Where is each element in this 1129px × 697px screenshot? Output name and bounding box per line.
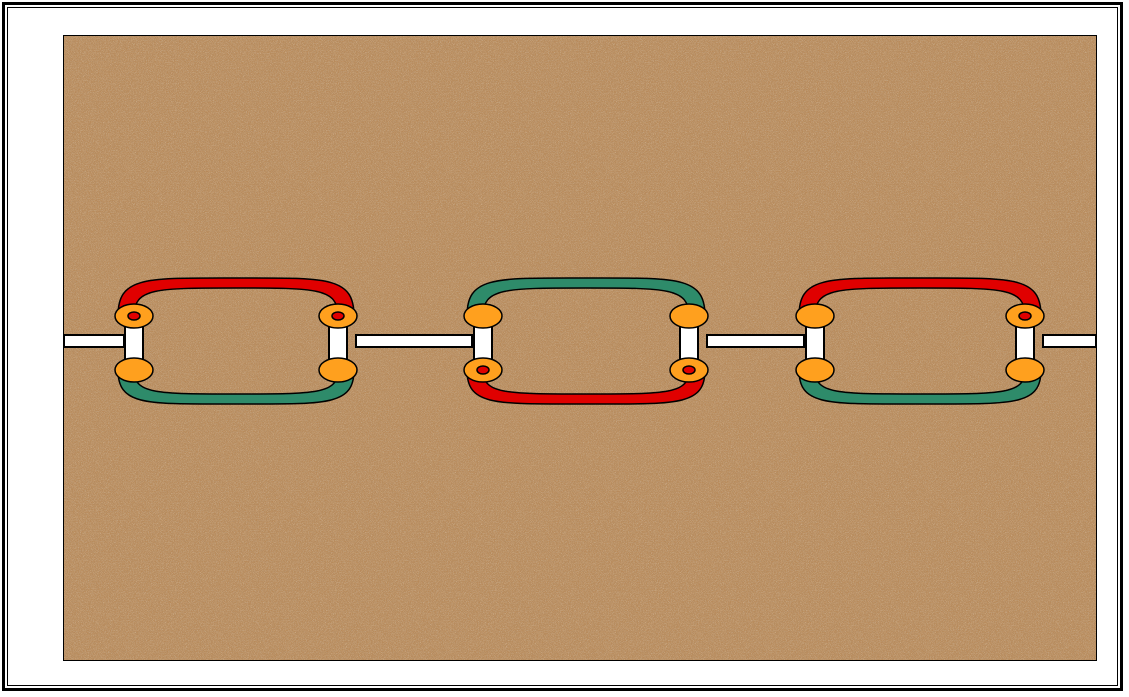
loop-1 [114, 277, 358, 405]
loop-layer [114, 277, 1045, 405]
loop-3-node-top-right-marker [1018, 311, 1032, 321]
connector-layer [64, 334, 1096, 348]
sand-texture-grain [64, 36, 1096, 660]
loop-2-node-bottom-right-marker [682, 365, 696, 375]
loop-2-node-top-left [463, 303, 503, 329]
loop-2-node-bottom-left-marker [476, 365, 490, 375]
loop-1-node-top-left-marker [127, 311, 141, 321]
connector-bar-1 [64, 334, 125, 348]
connector-bar-3 [706, 334, 805, 348]
connector-bar-4 [1042, 334, 1096, 348]
loop-3-node-top-left [795, 303, 835, 329]
chain-diagram [64, 36, 1096, 660]
loop-3-node-bottom-right [1005, 357, 1045, 383]
loop-3 [795, 277, 1045, 405]
loop-1-node-bottom-right [318, 357, 358, 383]
inner-frame [7, 7, 1118, 686]
loop-2-node-top-right [669, 303, 709, 329]
connector-bar-2 [355, 334, 473, 348]
loop-1-node-bottom-left [114, 357, 154, 383]
loop-2 [463, 277, 709, 405]
loop-1-node-top-right-marker [331, 311, 345, 321]
loop-3-node-bottom-left [795, 357, 835, 383]
texture-panel [63, 35, 1097, 661]
